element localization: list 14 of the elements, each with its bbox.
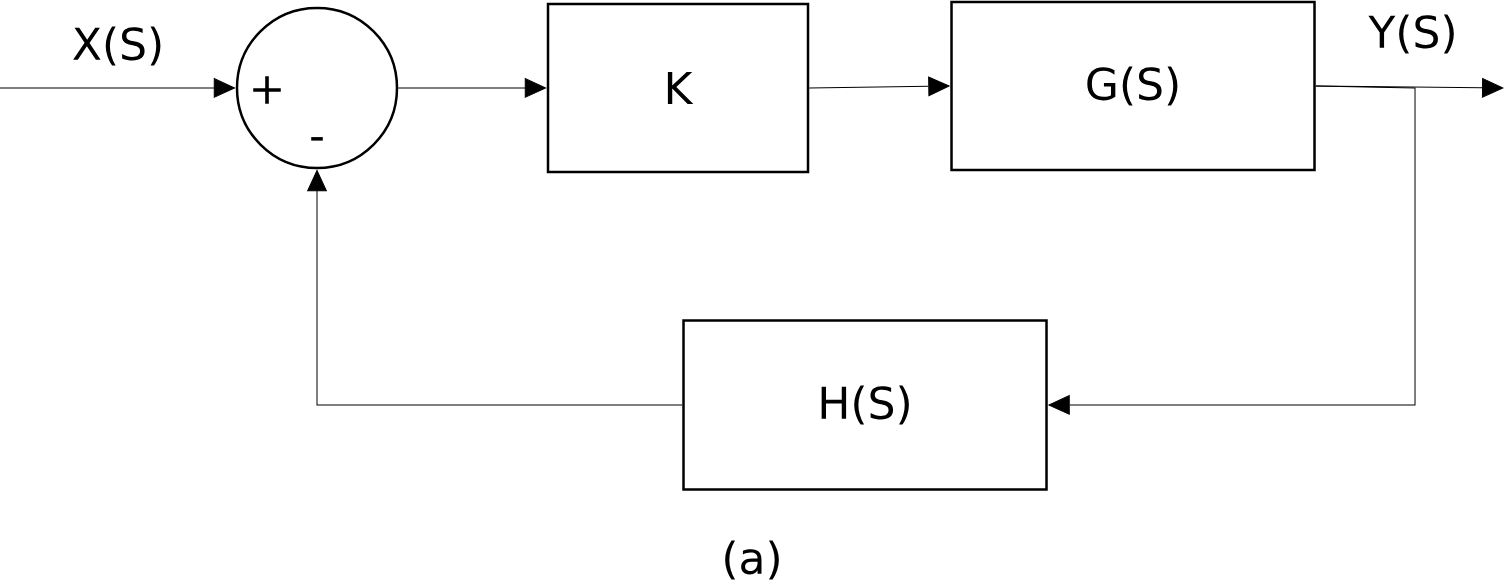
edge-label: X(S) <box>73 26 161 66</box>
block-box: G(S) <box>950 0 1316 172</box>
arrow <box>0 78 236 98</box>
arrow <box>397 78 547 98</box>
block-box: K <box>546 2 810 174</box>
summing-junction <box>235 6 399 170</box>
sign-label: + <box>253 76 281 104</box>
caption: (a) <box>725 540 779 580</box>
block-box: H(S) <box>682 319 1048 491</box>
edge-label: Y(S) <box>1368 14 1454 54</box>
arrow <box>307 169 683 406</box>
arrow <box>808 76 950 97</box>
arrow <box>1048 85 1416 415</box>
sign-label: - <box>311 137 323 141</box>
